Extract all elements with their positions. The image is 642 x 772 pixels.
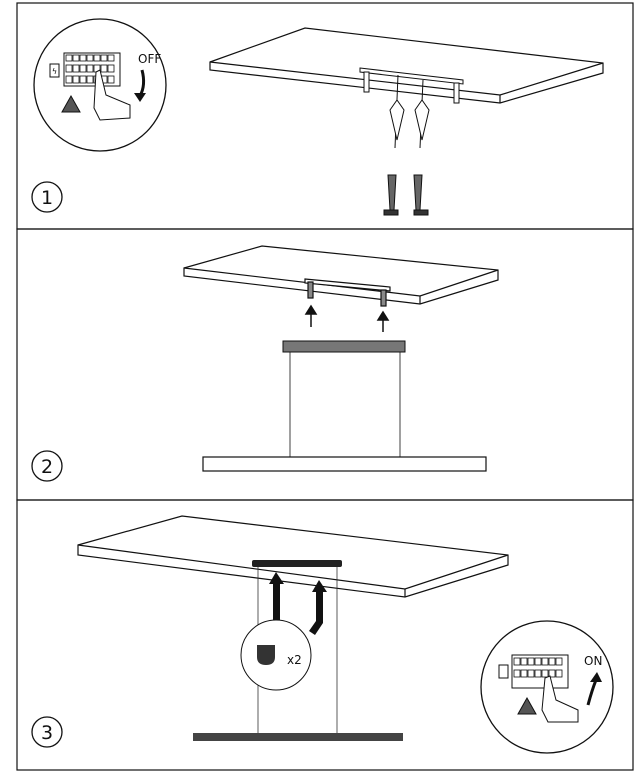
suspension-cables bbox=[289, 352, 401, 457]
step-1-switch-off-illustration: ϟ OFF bbox=[33, 18, 167, 152]
end-cap-icon bbox=[257, 645, 275, 665]
push-up-arrows bbox=[269, 572, 327, 635]
svg-text:ϟ: ϟ bbox=[52, 67, 57, 76]
pendant-light-bar bbox=[193, 733, 403, 741]
step-3-number-badge: 3 bbox=[31, 716, 63, 748]
step-3-panel bbox=[16, 499, 634, 771]
mounting-bracket-with-screws bbox=[359, 67, 464, 216]
step-1-number-badge: 1 bbox=[31, 181, 63, 213]
step-2-number-badge: 2 bbox=[31, 450, 63, 482]
fuse-box-icon: ϟ bbox=[49, 52, 121, 87]
electric-warning-icon bbox=[61, 94, 81, 113]
hand-icon bbox=[93, 69, 131, 121]
up-arrows bbox=[304, 304, 390, 332]
step-1-ceiling-plate bbox=[209, 27, 604, 104]
cap-detail-callout: x2 bbox=[240, 619, 312, 691]
svg-text:2: 2 bbox=[41, 456, 53, 478]
canopy bbox=[282, 340, 406, 353]
cap-quantity: x2 bbox=[287, 653, 302, 667]
hand-icon bbox=[541, 675, 579, 723]
canopy bbox=[252, 560, 342, 567]
fuse-box-icon bbox=[511, 654, 569, 689]
wall-plug-icon bbox=[389, 99, 430, 141]
step-2-ceiling-plate bbox=[183, 245, 499, 307]
screw-icon bbox=[387, 174, 423, 211]
svg-text:3: 3 bbox=[41, 722, 53, 744]
step-3-switch-on-illustration: ON bbox=[480, 620, 614, 754]
electric-warning-icon bbox=[517, 696, 537, 715]
step-3-ceiling-plate bbox=[77, 515, 509, 598]
switch-on-label: ON bbox=[584, 654, 602, 668]
switch-off-label: OFF bbox=[138, 52, 161, 66]
pendant-light-bar bbox=[202, 456, 487, 472]
svg-text:1: 1 bbox=[41, 187, 53, 209]
